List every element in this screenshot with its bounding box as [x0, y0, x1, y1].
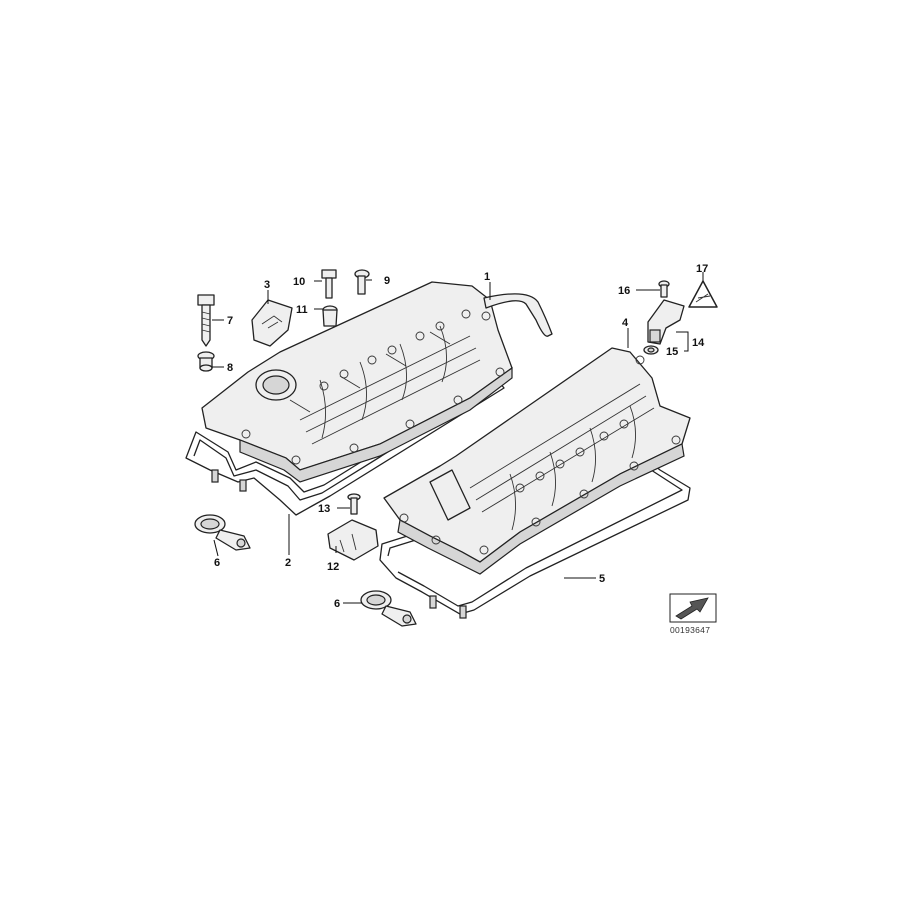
callout-5: 5: [599, 573, 605, 585]
bolt: [321, 269, 337, 299]
callout-2: 2: [285, 557, 291, 569]
rubber-grommet: [322, 305, 338, 327]
warning-triangle: [688, 280, 718, 308]
cylinder-head-cover-bank-2: [383, 347, 691, 575]
callout-4: 4: [622, 317, 629, 329]
oil-filler-cap: [251, 299, 293, 347]
cover-bracket: [327, 519, 379, 561]
callout-15: 15: [666, 346, 678, 358]
callout-7: 7: [227, 315, 233, 327]
sensor-screw: [658, 280, 670, 298]
callout-8: 8: [227, 362, 233, 374]
callout-labels: 1 2 3 4 5 6 6 7 8 9 10 11 12 13 14 15 16…: [214, 263, 708, 610]
callout-17: 17: [696, 263, 708, 275]
diagram-reference-number: 00193647: [670, 625, 710, 635]
leader-lines: [212, 272, 704, 604]
spacer-sleeve: [197, 351, 215, 372]
callout-14: 14: [692, 337, 705, 349]
camshaft-sensor: [647, 299, 685, 345]
stud-bolt: [197, 294, 215, 347]
callout-12: 12: [327, 561, 339, 573]
callout-6b: 6: [334, 598, 340, 610]
seal-ring: [360, 590, 417, 627]
o-ring: [643, 345, 659, 355]
callout-10: 10: [293, 276, 305, 288]
screw: [347, 493, 361, 515]
callout-6a: 6: [214, 557, 220, 569]
seal-ring: [194, 514, 251, 551]
screw: [354, 269, 370, 295]
callout-16: 16: [618, 285, 630, 297]
callout-1: 1: [484, 271, 490, 283]
callout-9: 9: [384, 275, 390, 287]
callout-13: 13: [318, 503, 330, 515]
callout-11: 11: [296, 304, 308, 316]
cylinder-head-cover-bank-1: [201, 281, 553, 483]
orientation-arrow-icon: [669, 593, 717, 623]
callout-3: 3: [264, 279, 270, 291]
